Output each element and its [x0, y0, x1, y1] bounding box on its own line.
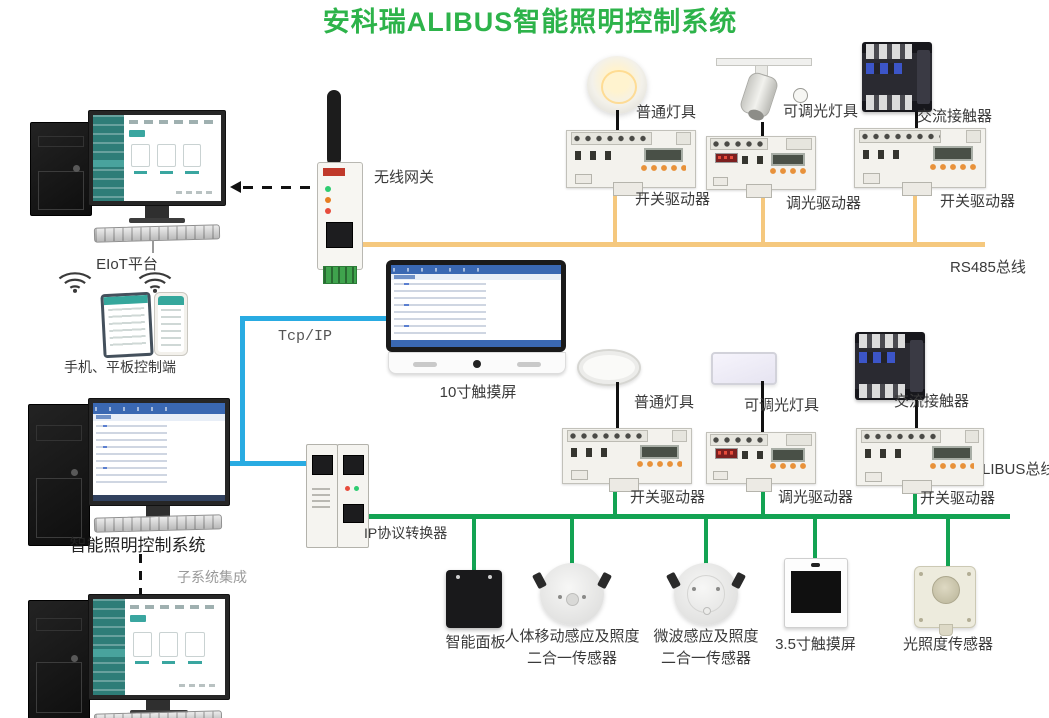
wireless-gateway-device [317, 162, 363, 270]
rs485-stub-driver1 [613, 186, 617, 242]
alibus-stub-smart-panel [472, 517, 476, 571]
lighting-pc-monitor [88, 398, 230, 506]
pir-illuminance-sensor-label: 人体移动感应及照度 二合一传感器 [504, 628, 640, 667]
rs485-contactor-label: 交流接触器 [917, 108, 993, 125]
tablet-device [100, 291, 154, 359]
rs485-dimming-driver-label: 调光驱动器 [786, 195, 862, 212]
alibus-bus-label: ALIBUS总线 [972, 461, 1049, 478]
rs485-switch-driver-2 [854, 128, 986, 196]
eiot-pc-monitor [88, 110, 226, 206]
smart-panel-label: 智能面板 [445, 634, 506, 651]
subsystem-pc-monitor [88, 594, 230, 700]
rs485-bus-label: RS485总线 [950, 259, 1026, 276]
rs485-stub-driver2 [761, 190, 765, 242]
alibus-ac-contactor [855, 332, 925, 400]
rs485-switch-driver-1-label: 开关驱动器 [635, 191, 711, 208]
alibus-dimmable-lamp-label: 可调光灯具 [744, 397, 820, 414]
phone-device [154, 292, 188, 356]
alibus-contactor-label: 交流接触器 [894, 393, 970, 410]
mobile-terminal-label: 手机、平板控制端 [64, 359, 176, 375]
microwave-illuminance-sensor-label: 微波感应及照度 二合一传感器 [653, 628, 759, 667]
rs485-bus-line [355, 242, 985, 247]
rs485-dimming-driver [706, 136, 816, 198]
eiot-pc-tower [30, 122, 92, 216]
lamp-connector [616, 382, 619, 428]
tcpip-line-bottom [222, 461, 314, 466]
alibus-normal-lamp-label: 普通灯具 [634, 394, 695, 411]
touchscreen-3-5in-label: 3.5寸触摸屏 [775, 636, 856, 653]
rs485-ac-contactor [862, 42, 932, 112]
lighting-pc-tower [28, 404, 90, 546]
subsystem-pc-tower [28, 600, 90, 718]
touchscreen-10in [386, 260, 566, 352]
alibus-stub-pir-sensor [570, 517, 574, 565]
alibus-switch-driver-1 [562, 428, 692, 492]
tcpip-label: Tcp/IP [278, 328, 333, 345]
alibus-stub-driver3 [913, 484, 917, 516]
tcpip-line-top [240, 316, 388, 321]
lamp-connector [616, 110, 619, 132]
gateway-label: 无线网关 [374, 169, 435, 186]
contactor-connector [915, 400, 918, 428]
tcpip-line-vertical [240, 316, 245, 466]
alibus-dimming-driver-label: 调光驱动器 [778, 489, 854, 506]
touchscreen-3-5in [784, 558, 848, 628]
rs485-switch-driver-1 [566, 130, 696, 196]
ip-converter-label: IP协议转换器 [364, 525, 448, 541]
smart-panel-device [446, 570, 502, 628]
rs485-dimmable-lamp-label: 可调光灯具 [783, 103, 859, 120]
alibus-dimming-driver [706, 432, 816, 492]
alibus-stub-driver1 [613, 482, 617, 516]
touchscreen-10in-screen [391, 265, 561, 347]
alibus-stub-touch35 [813, 517, 817, 560]
lighting-pc-keyboard [93, 514, 223, 533]
eiot-platform-label: EIoT平台 [96, 256, 158, 273]
rs485-normal-lamp-label: 普通灯具 [636, 104, 697, 121]
eiot-pc-keyboard [93, 224, 221, 243]
microwave-illuminance-sensor [666, 563, 746, 625]
subsystem-label: 子系统集成 [177, 569, 247, 585]
lighting-system-label: 智能照明控制系统 [69, 536, 206, 555]
rs485-switch-driver-2-label: 开关驱动器 [940, 193, 1016, 210]
pir-illuminance-sensor [532, 563, 612, 625]
subsystem-dashed-line [139, 554, 142, 598]
alibus-switch-driver-2 [856, 428, 984, 494]
contactor-connector [915, 112, 918, 130]
ip-converter-module-left [306, 444, 338, 548]
lamp-connector [761, 122, 764, 138]
subsystem-dashboard-screen [93, 599, 225, 695]
lamp-connector [761, 381, 764, 432]
subsystem-pc-keyboard [93, 710, 223, 718]
gateway-antenna [327, 90, 341, 166]
rs485-stub-driver3 [913, 188, 917, 242]
lux-sensor-device [914, 566, 976, 636]
touchscreen-10in-label: 10寸触摸屏 [439, 384, 517, 401]
eiot-dashboard-screen [93, 115, 221, 201]
alibus-switch-driver-2-label: 开关驱动器 [920, 490, 996, 507]
alibus-stub-lux-sensor [946, 517, 950, 569]
rs485-dimmable-lamp [716, 52, 812, 130]
alibus-dimmable-lamp [711, 352, 777, 385]
alibus-stub-driver2 [761, 482, 765, 516]
lighting-pc-screen [93, 403, 225, 501]
rs485-normal-lamp [587, 56, 647, 114]
wifi-icon [58, 272, 92, 293]
ip-converter-module-right [337, 444, 369, 548]
alibus-stub-microwave-sensor [704, 517, 708, 565]
alibus-normal-lamp [577, 349, 641, 386]
gateway-to-eiot-arrowhead [230, 181, 241, 193]
lux-sensor-label: 光照度传感器 [902, 636, 993, 653]
alibus-bus-line [360, 514, 1010, 519]
diagram-title: 安科瑞ALIBUS智能照明控制系统 [322, 7, 738, 37]
wifi-icon [138, 272, 172, 293]
gateway-to-eiot-dashed-line [243, 186, 313, 189]
alibus-switch-driver-1-label: 开关驱动器 [630, 489, 706, 506]
